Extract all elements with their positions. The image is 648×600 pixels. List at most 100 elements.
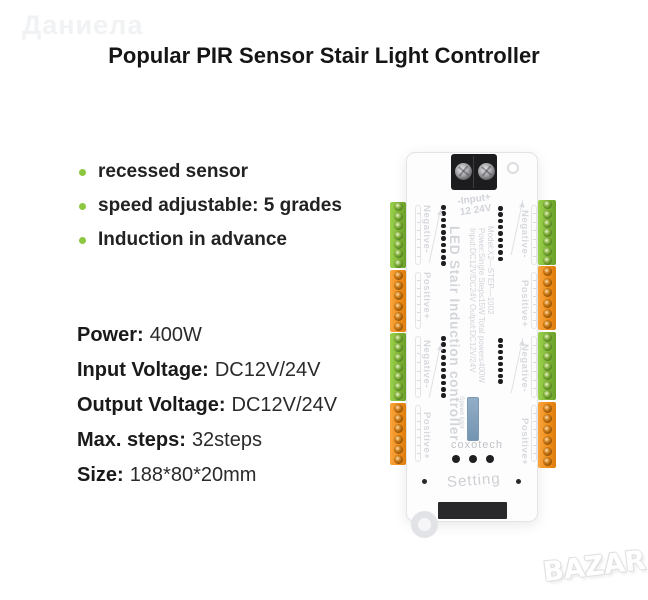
tick xyxy=(532,370,536,372)
feature-label: Induction in advance xyxy=(98,229,287,250)
led-dot xyxy=(441,348,446,354)
tick xyxy=(416,344,420,346)
tick xyxy=(532,312,536,313)
io-print: Input:DC12V/DC24V Output:DC12V/24V xyxy=(468,228,477,373)
tick xyxy=(416,320,420,321)
setting-button-dot xyxy=(452,455,460,463)
led-dot xyxy=(498,250,503,255)
tick xyxy=(532,445,536,446)
terminal-block-orange xyxy=(538,402,556,468)
tick xyxy=(532,221,536,223)
spec-label: Input Voltage: xyxy=(77,359,209,381)
controller-device-photo: Negative- Positive+ Negative- Positive+ … xyxy=(385,148,575,548)
board-dot xyxy=(516,479,521,484)
terminal-pin-icon xyxy=(542,380,552,390)
tick xyxy=(532,230,536,232)
power-print: Power:Single Step≤15W Total power≤400W xyxy=(477,228,486,383)
silkscreen-bracket xyxy=(415,336,421,398)
terminal-pin-icon xyxy=(393,381,403,391)
bullet-icon xyxy=(79,168,86,176)
silkscreen-bracket xyxy=(531,405,537,462)
led-dot xyxy=(441,261,446,266)
terminal-label-negative: Negative- xyxy=(519,344,530,393)
terminal-pin-icon xyxy=(542,371,552,381)
terminal-pin-icon xyxy=(542,403,552,413)
tick xyxy=(416,421,420,422)
tick xyxy=(532,453,536,454)
terminal-pin-icon xyxy=(542,277,552,287)
terminal-pin-icon xyxy=(393,424,403,434)
tick xyxy=(416,238,420,240)
terminal-pin-icon xyxy=(393,391,403,401)
terminal-pin-icon xyxy=(393,372,403,382)
tick xyxy=(416,255,420,257)
terminal-pin-icon xyxy=(542,237,552,247)
terminal-label-positive: Positive+ xyxy=(519,418,530,466)
tick xyxy=(532,213,536,215)
tick xyxy=(416,213,420,215)
led-dot xyxy=(441,393,446,398)
spec-label: Max. steps: xyxy=(77,429,186,451)
terminal-block-green xyxy=(538,200,556,265)
setting-button-dot xyxy=(486,455,494,463)
spec-value: 32steps xyxy=(191,429,262,451)
terminal-pin-icon xyxy=(393,311,403,321)
feature-item: Induction in advance xyxy=(79,223,342,257)
terminal-label-negative: Negative- xyxy=(421,205,432,254)
led-dot-column xyxy=(498,206,503,261)
spec-list: Power:400W Input Voltage:DC12V/24V Outpu… xyxy=(77,318,337,493)
terminal-pin-icon xyxy=(542,246,552,256)
spec-row: Power:400W xyxy=(77,318,337,353)
tick xyxy=(532,304,536,305)
feature-list: recessed sensor speed adjustable: 5 grad… xyxy=(79,155,342,257)
tick xyxy=(416,445,420,446)
page-title: Popular PIR Sensor Stair Light Controlle… xyxy=(108,43,540,68)
bullet-icon xyxy=(79,236,86,244)
led-dot xyxy=(498,343,503,349)
led-dot xyxy=(498,373,503,379)
terminal-block-orange xyxy=(390,403,406,465)
led-dot xyxy=(441,361,446,366)
terminal-pin-icon xyxy=(393,333,403,343)
spec-label: Output Voltage: xyxy=(77,394,226,416)
led-dot xyxy=(498,224,503,230)
terminal-pin-icon xyxy=(542,342,552,352)
terminal-pin-icon xyxy=(393,202,403,212)
silkscreen-bracket xyxy=(531,205,537,265)
tick xyxy=(416,221,420,223)
led-dot xyxy=(498,237,503,243)
led-dot xyxy=(498,361,503,367)
terminal-pin-icon xyxy=(393,301,403,311)
terminal-pin-icon xyxy=(542,298,552,308)
tick xyxy=(416,353,420,355)
led-dot xyxy=(498,243,503,249)
tick xyxy=(532,344,536,346)
spec-row: Output Voltage:DC12V/24V xyxy=(77,388,337,423)
terminal-pin-icon xyxy=(393,291,403,301)
tick xyxy=(532,296,536,297)
spec-value: DC12V/24V xyxy=(214,359,321,381)
spec-row: Max. steps:32steps xyxy=(77,423,337,458)
terminal-pin-icon xyxy=(542,309,552,319)
silkscreen-bracket xyxy=(415,405,421,462)
model-print: Model:X2—STEP—1002 xyxy=(486,226,495,315)
terminal-pin-icon xyxy=(542,457,552,467)
terminal-screw-icon xyxy=(455,163,472,180)
led-dot xyxy=(441,367,446,373)
led-dot xyxy=(498,367,503,373)
terminal-pin-icon xyxy=(542,267,552,277)
terminal-label-positive: Positive+ xyxy=(421,412,432,460)
led-dot xyxy=(441,248,446,254)
terminal-pin-icon xyxy=(393,221,403,231)
terminal-pin-icon xyxy=(393,258,403,268)
terminal-pin-icon xyxy=(393,211,403,221)
board-dot xyxy=(422,479,427,484)
tick xyxy=(416,288,420,289)
terminal-pin-icon xyxy=(393,343,403,353)
board-hole xyxy=(507,162,519,174)
terminal-pin-icon xyxy=(542,218,552,228)
tick xyxy=(532,247,536,249)
terminal-pin-icon xyxy=(393,239,403,249)
led-dot xyxy=(441,211,446,216)
led-dot xyxy=(498,355,503,361)
